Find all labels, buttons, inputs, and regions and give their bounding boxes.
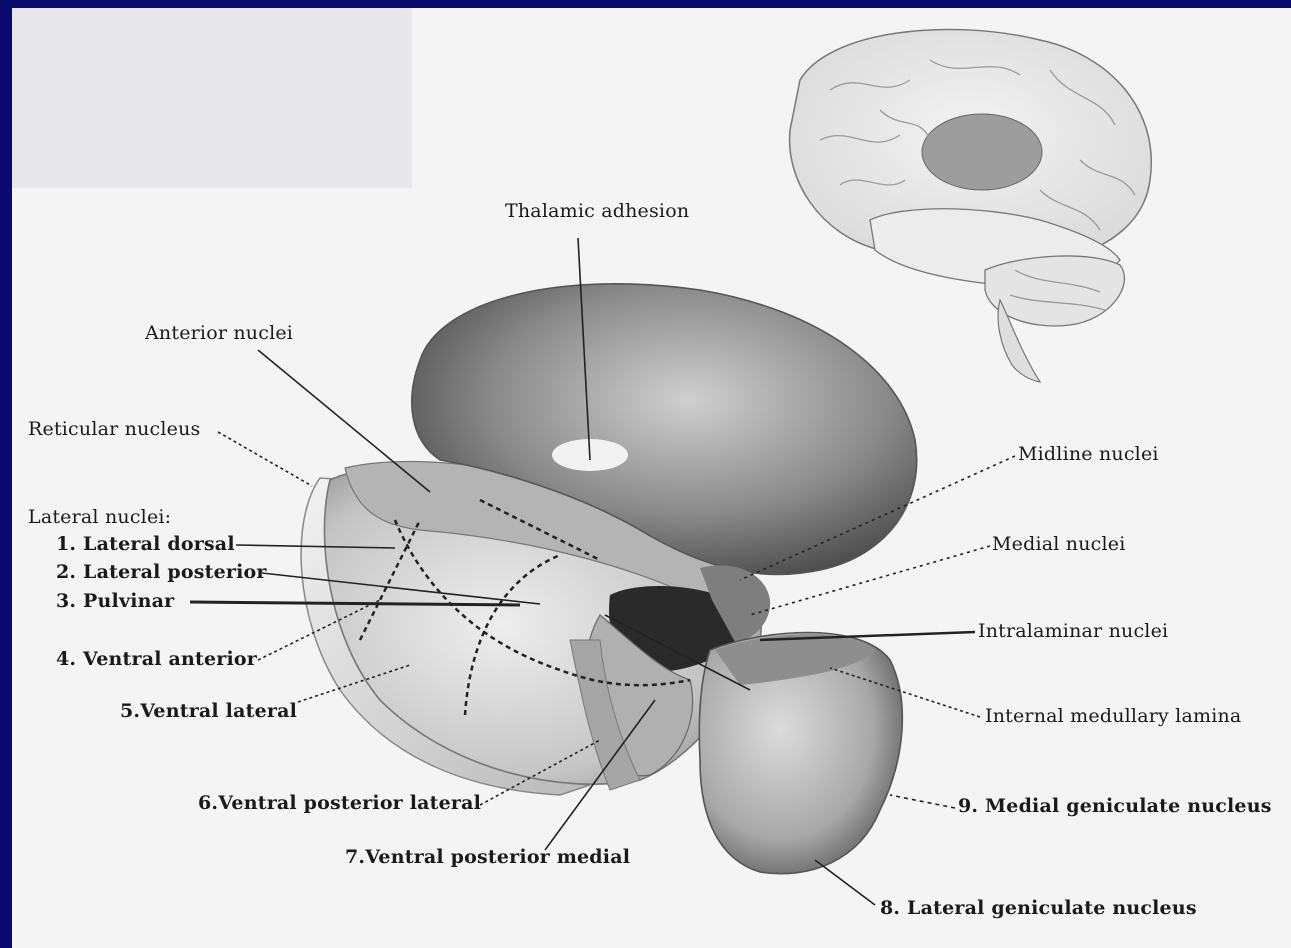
- label-lateral-nuclei-heading: Lateral nuclei:: [28, 506, 171, 528]
- label-intralaminar-nuclei: Intralaminar nuclei: [978, 620, 1168, 642]
- label-thalamic-adhesion: Thalamic adhesion: [505, 200, 689, 222]
- label-internal-medullary-lamina: Internal medullary lamina: [985, 705, 1241, 727]
- label-lateral-posterior: 2. Lateral posterior: [56, 561, 267, 583]
- label-lateral-dorsal: 1. Lateral dorsal: [56, 533, 235, 555]
- label-ventral-posterior-medial: 7.Ventral posterior medial: [345, 846, 630, 868]
- label-midline-nuclei: Midline nuclei: [1018, 443, 1159, 465]
- label-medial-geniculate: 9. Medial geniculate nucleus: [958, 795, 1272, 817]
- label-lateral-geniculate: 8. Lateral geniculate nucleus: [880, 897, 1197, 919]
- label-pulvinar: 3. Pulvinar: [56, 590, 174, 612]
- label-medial-nuclei: Medial nuclei: [992, 533, 1126, 555]
- scan-smudge: [12, 8, 412, 188]
- brain-inset: [790, 29, 1152, 382]
- label-reticular-nucleus: Reticular nucleus: [28, 418, 201, 440]
- label-anterior-nuclei: Anterior nuclei: [145, 322, 293, 344]
- label-ventral-posterior-lateral: 6.Ventral posterior lateral: [198, 792, 481, 814]
- label-ventral-lateral: 5.Ventral lateral: [120, 700, 297, 722]
- label-ventral-anterior: 4. Ventral anterior: [56, 648, 257, 670]
